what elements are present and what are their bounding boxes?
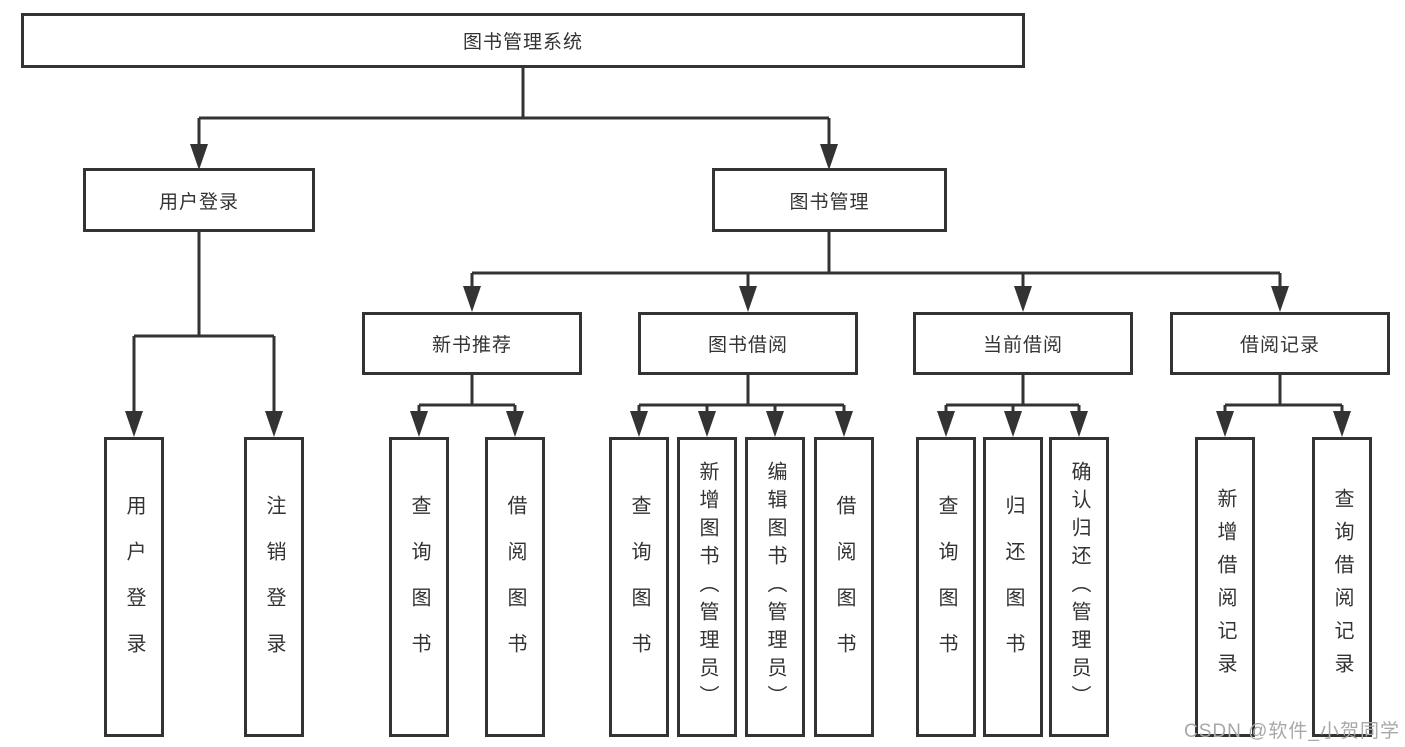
leaf-label: 查询图书 [628,495,650,679]
leaf-label: 查询图书 [408,495,430,679]
node-borrow-records: 借阅记录 [1170,312,1390,375]
arrow-down-icon [1070,411,1088,437]
leaf-label: 借阅图书 [504,495,526,679]
csdn-watermark: CSDN @软件_小贺同学 [1184,721,1400,742]
leaf-label: 编辑图书（管理员） [764,461,786,713]
leaf-label: 新增图书（管理员） [696,461,718,713]
node-label: 新书推荐 [431,335,512,356]
arrow-down-icon [1014,286,1032,312]
node-library-management-system: 图书管理系统 [21,13,1025,68]
leaf-label: 查询借阅记录 [1331,488,1353,686]
leaf-label: 借阅图书 [833,495,855,679]
node-current-borrow: 当前借阅 [913,312,1133,375]
leaf-label: 注销登录 [263,495,285,679]
leaf-query-books-current: 查询图书 [916,437,976,737]
node-new-book-recommend: 新书推荐 [362,312,582,375]
arrow-down-icon [1004,411,1022,437]
leaf-edit-book-admin: 编辑图书（管理员） [745,437,805,737]
arrow-down-icon [766,411,784,437]
leaf-borrow-books: 借阅图书 [814,437,874,737]
node-book-borrow: 图书借阅 [638,312,858,375]
arrow-down-icon [937,411,955,437]
arrow-down-icon [739,286,757,312]
arrow-down-icon [125,411,143,437]
leaf-borrow-books-recommend: 借阅图书 [485,437,545,737]
arrow-down-icon [410,411,428,437]
leaf-label: 归还图书 [1002,495,1024,679]
arrow-down-icon [1216,411,1234,437]
arrow-down-icon [1271,286,1289,312]
node-label: 图书管理系统 [462,32,583,53]
leaf-label: 查询图书 [935,495,957,679]
node-label: 用户登录 [158,191,239,213]
arrow-down-icon [506,411,524,437]
node-label: 图书管理 [789,191,870,213]
node-user-login: 用户登录 [83,168,315,232]
leaf-label: 用户登录 [123,495,145,679]
leaf-confirm-return-admin: 确认归还（管理员） [1049,437,1109,737]
node-label: 图书借阅 [707,335,788,356]
leaf-query-books-recommend: 查询图书 [389,437,449,737]
arrow-down-icon [835,411,853,437]
arrow-down-icon [265,411,283,437]
leaf-query-borrow-record: 查询借阅记录 [1312,437,1372,737]
leaf-label: 新增借阅记录 [1214,488,1236,686]
leaf-user-login: 用户登录 [104,437,164,737]
leaf-add-book-admin: 新增图书（管理员） [677,437,737,737]
leaf-add-borrow-record: 新增借阅记录 [1195,437,1255,737]
leaf-query-books-borrow: 查询图书 [609,437,669,737]
node-label: 当前借阅 [982,335,1063,356]
leaf-return-book: 归还图书 [983,437,1043,737]
node-label: 借阅记录 [1239,335,1320,356]
arrow-down-icon [820,144,838,170]
arrow-down-icon [190,144,208,170]
arrow-down-icon [630,411,648,437]
leaf-label: 确认归还（管理员） [1068,461,1090,713]
arrow-down-icon [698,411,716,437]
arrow-down-icon [1333,411,1351,437]
arrow-down-icon [463,286,481,312]
node-book-management: 图书管理 [712,168,947,232]
leaf-logout: 注销登录 [244,437,304,737]
